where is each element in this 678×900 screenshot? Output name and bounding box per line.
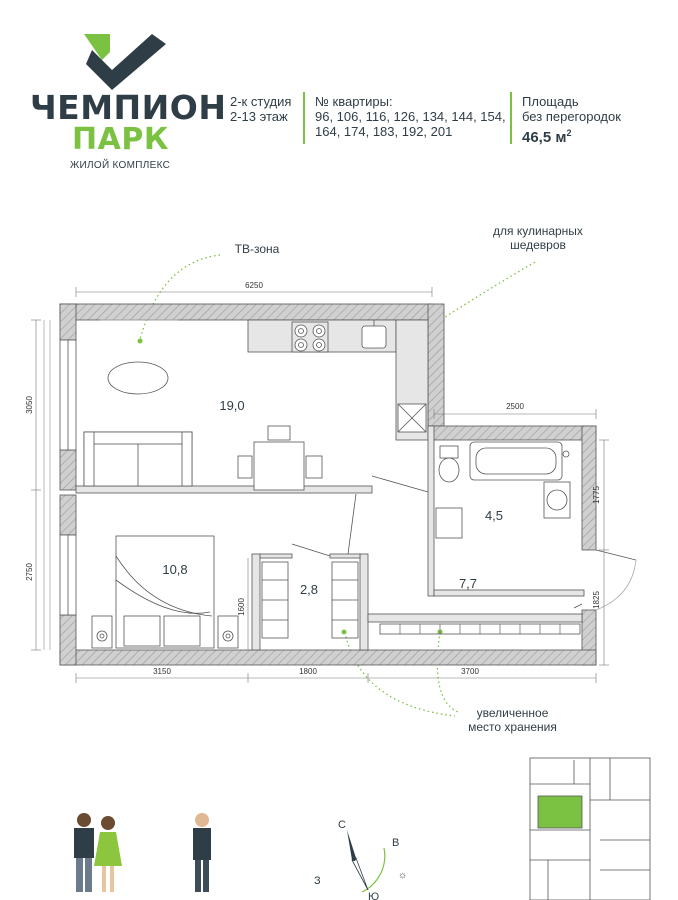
kitchen-label-line1: для кулинарных bbox=[493, 224, 583, 238]
bathroom-fixtures bbox=[435, 441, 571, 539]
apartment-numbers-line2: 164, 174, 183, 192, 201 bbox=[315, 124, 453, 139]
kitchen-label: для кулинарных шедевров bbox=[478, 224, 598, 252]
storage-leader-2 bbox=[436, 631, 459, 713]
brand-tagline: ЖИЛОЙ КОМПЛЕКС bbox=[70, 160, 171, 171]
storage-shelves bbox=[261, 561, 581, 639]
dim-storage-height: 1600 bbox=[237, 598, 246, 616]
bathtub-icon bbox=[469, 441, 563, 481]
apartment-type: 2-к студия bbox=[230, 94, 292, 109]
room-area-living: 19,0 bbox=[219, 398, 244, 413]
area-label-line1: Площадь bbox=[522, 94, 579, 109]
bathroom-door bbox=[371, 475, 429, 493]
living-room-furniture bbox=[83, 319, 323, 491]
compass-north: С bbox=[338, 819, 346, 831]
area-unit-sup: 2 bbox=[566, 128, 572, 138]
dim-top: 6250 bbox=[245, 281, 263, 290]
storage-label-line2: место хранения bbox=[468, 720, 557, 734]
apartment-numbers-block: № квартиры: 96, 106, 116, 126, 134, 144,… bbox=[315, 94, 506, 139]
kitchen-fixtures bbox=[291, 320, 427, 433]
area-value-row: 46,5 м2 bbox=[522, 126, 621, 145]
apartment-area-block: Площадь без перегородок 46,5 м2 bbox=[522, 94, 621, 145]
bedroom-furniture bbox=[91, 535, 239, 649]
brand-name-line1: ЧЕМПИОН bbox=[30, 88, 227, 127]
bed-icon bbox=[115, 535, 215, 649]
info-divider-1 bbox=[303, 92, 305, 144]
living-door bbox=[347, 493, 357, 555]
windows bbox=[43, 320, 77, 650]
apartment-numbers-line1: 96, 106, 116, 126, 134, 144, 154, bbox=[315, 109, 506, 124]
nightstand-left-icon bbox=[91, 615, 113, 649]
sofa-icon bbox=[83, 431, 193, 487]
dim-left-lower: 2750 bbox=[25, 563, 34, 581]
tv-zone-label: ТВ-зона bbox=[234, 242, 280, 256]
scale-figures-couple-icon bbox=[74, 813, 122, 892]
dim-right-upper: 1775 bbox=[592, 486, 601, 504]
compass-icon: ☼ bbox=[347, 830, 407, 893]
storage-leader-1 bbox=[344, 631, 456, 717]
dim-bottom-left: 3150 bbox=[153, 667, 171, 676]
kitchen-label-line2: шедевров bbox=[510, 238, 566, 252]
room-area-storage: 2,8 bbox=[300, 582, 318, 597]
dim-right-lower: 1825 bbox=[592, 591, 601, 609]
area-value: 46,5 м bbox=[522, 129, 567, 146]
storage-label-line1: увеличенное bbox=[476, 706, 549, 720]
area-label-line2: без перегородок bbox=[522, 109, 621, 124]
tv-leader bbox=[139, 254, 221, 341]
entrance-door bbox=[595, 549, 637, 611]
brand-logo: ЧЕМПИОН ПАРК ЖИЛОЙ КОМПЛЕКС bbox=[30, 28, 226, 178]
compass-south: Ю bbox=[368, 891, 379, 900]
washbasin-icon bbox=[543, 481, 571, 519]
dim-bottom-mid: 1800 bbox=[299, 667, 317, 676]
apartment-type-block: 2-к студия 2-13 этаж bbox=[230, 94, 291, 124]
dim-left-upper: 3050 bbox=[25, 396, 34, 414]
sun-icon: ☼ bbox=[398, 870, 407, 881]
room-area-bathroom: 4,5 bbox=[485, 508, 503, 523]
room-area-bedroom: 10,8 bbox=[162, 562, 187, 577]
floor-keyplan bbox=[529, 757, 651, 900]
washing-machine-icon bbox=[435, 507, 463, 539]
dining-table-icon bbox=[237, 425, 323, 491]
dim-bottom-right: 3700 bbox=[461, 667, 479, 676]
drain-icon bbox=[562, 450, 570, 458]
compass-west: З bbox=[314, 875, 321, 887]
compass-east: В bbox=[392, 837, 399, 849]
exterior-walls bbox=[59, 303, 597, 666]
storage-door bbox=[291, 543, 331, 557]
apartment-floors: 2-13 этаж bbox=[230, 109, 288, 124]
tv-dot bbox=[137, 338, 143, 344]
logo-mark-icon bbox=[84, 34, 166, 90]
stove-icon bbox=[294, 324, 326, 352]
info-divider-2 bbox=[510, 92, 512, 144]
storage-label: увеличенное место хранения bbox=[450, 706, 575, 734]
storage-dot-1 bbox=[341, 629, 347, 635]
room-area-hall: 7,7 bbox=[459, 576, 477, 591]
kitchen-sink-icon bbox=[361, 325, 387, 349]
keyplan-highlighted-apartment bbox=[537, 795, 583, 829]
dimension-lines bbox=[31, 287, 609, 683]
rug-icon bbox=[107, 361, 169, 395]
apartment-numbers-label: № квартиры: bbox=[315, 94, 393, 109]
brand-name-line2: ПАРК bbox=[72, 122, 169, 157]
dim-bath-width: 2500 bbox=[506, 402, 524, 411]
toilet-icon bbox=[438, 445, 460, 483]
nightstand-right-icon bbox=[217, 615, 239, 649]
doors bbox=[291, 475, 637, 611]
scale-figure-man-icon bbox=[193, 813, 211, 892]
